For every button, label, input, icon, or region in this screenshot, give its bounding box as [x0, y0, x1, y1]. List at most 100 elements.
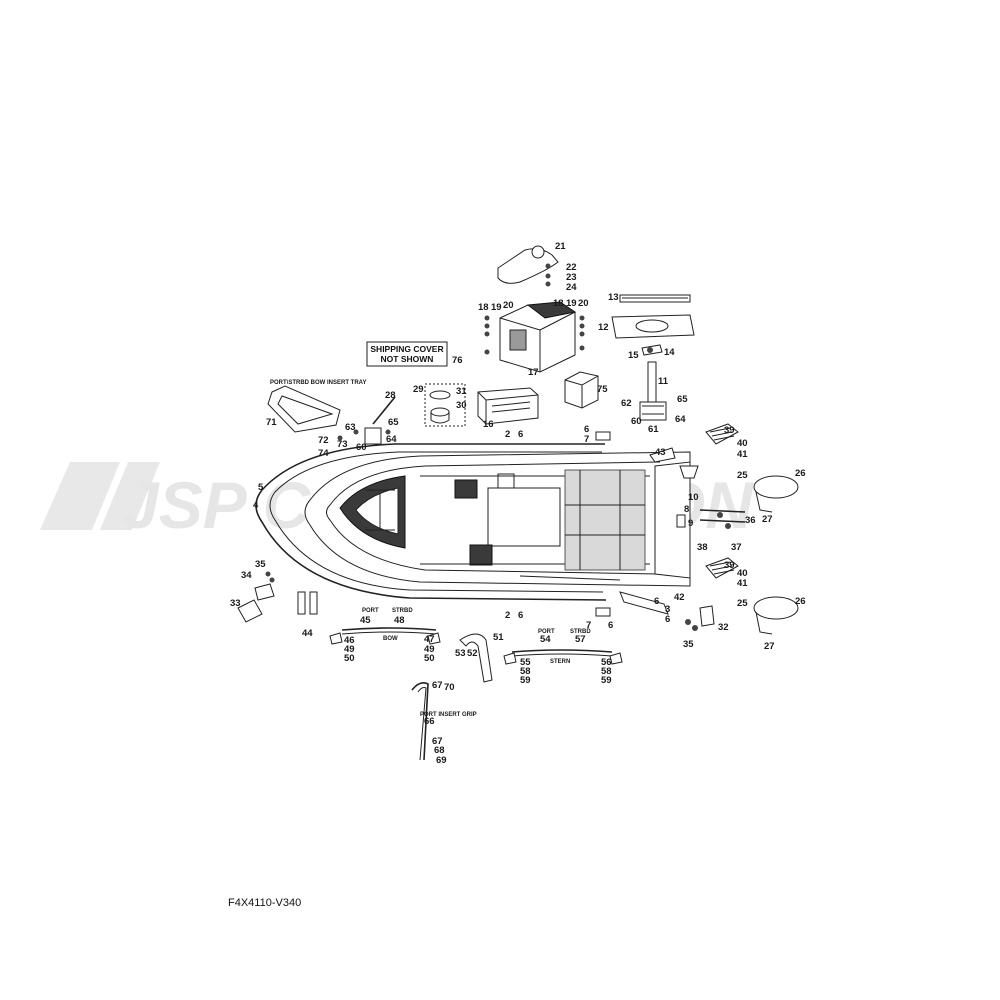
callout: 65 [388, 417, 399, 428]
caption-port-left: PORT [362, 608, 379, 614]
callout: 27 [764, 641, 775, 652]
caption-stern: STERN [550, 659, 570, 665]
callout: 6 [654, 596, 659, 607]
callout: 60 [631, 416, 642, 427]
grab-rails [329, 627, 623, 761]
callout: 7 [584, 434, 589, 445]
callout: 4 [253, 500, 259, 511]
callout: 15 [628, 350, 639, 361]
callout: 3 [665, 604, 670, 615]
callout: 67 [432, 680, 443, 691]
callout: 64 [675, 414, 686, 425]
callout: 49 [424, 644, 435, 655]
side-hardware [595, 423, 799, 635]
callout: 2 [505, 429, 510, 440]
callout: 62 [621, 398, 632, 409]
callout: 5 [258, 482, 264, 493]
callout: 39 [724, 425, 735, 436]
callout: 47 [424, 634, 435, 645]
callout: 25 [737, 470, 748, 481]
shipping-note-line1: SHIPPING COVER [370, 344, 443, 354]
callout: 18 [478, 302, 489, 313]
callout: 17 [528, 367, 539, 378]
callout: 6 [608, 620, 613, 631]
callout: 54 [540, 634, 551, 645]
callout: 21 [555, 241, 566, 252]
callout: 19 [491, 302, 502, 313]
callout: 48 [394, 615, 405, 626]
callout: 30 [456, 400, 467, 411]
callout: 43 [655, 447, 666, 458]
callout: 57 [575, 634, 586, 645]
callout: 6 [518, 429, 523, 440]
caption-strbd-right: STRBD [570, 629, 591, 635]
cooler [477, 387, 539, 425]
diagram-code: F4X4110-V340 [228, 897, 301, 909]
callout: 68 [434, 745, 445, 756]
callout: 75 [597, 384, 608, 395]
callout: 13 [608, 292, 619, 303]
callout: 70 [444, 682, 455, 693]
callout: 32 [718, 622, 729, 633]
callout: 73 [337, 439, 348, 450]
callout: 12 [598, 322, 609, 333]
callout: 23 [566, 272, 577, 283]
callout: 63 [345, 422, 356, 433]
windshield-parts [611, 294, 695, 421]
callout: 65 [677, 394, 688, 405]
callout: 55 [520, 657, 531, 668]
callout-labels: 2 6 6 7 2 6 7 6 3 6 6 5 4 8 9 10 11 12 1… [230, 241, 806, 766]
callout: 25 [737, 598, 748, 609]
callout: 69 [436, 755, 447, 766]
callout: 31 [456, 386, 467, 397]
callout: 7 [586, 620, 591, 631]
callout: 44 [302, 628, 313, 639]
callout: 27 [762, 514, 773, 525]
callout: 2 [505, 610, 510, 621]
callout: 45 [360, 615, 371, 626]
callout: 10 [688, 492, 699, 503]
caption-port-right: PORT [538, 629, 555, 635]
callout: 6 [584, 424, 589, 435]
callout: 64 [386, 434, 397, 445]
caption-port-insert-grip: PORT INSERT GRIP [420, 712, 477, 718]
callout: 20 [503, 300, 514, 311]
callout: 66 [424, 716, 435, 727]
callout: 49 [344, 644, 355, 655]
callout: 41 [737, 449, 748, 460]
callout: 51 [493, 632, 504, 643]
callout: 59 [520, 675, 531, 686]
callout: 72 [318, 435, 329, 446]
callout: 33 [230, 598, 241, 609]
callout: 6 [665, 614, 670, 625]
callout: 34 [241, 570, 252, 581]
callout: 6 [518, 610, 523, 621]
hull-assembly [255, 443, 691, 601]
callout: 19 [566, 298, 577, 309]
callout: 35 [683, 639, 694, 650]
callout: 40 [737, 438, 748, 449]
callout: 38 [697, 542, 708, 553]
callout: 42 [674, 592, 685, 603]
callout: 8 [684, 504, 689, 515]
callout: 71 [266, 417, 277, 428]
callout: 39 [724, 560, 735, 571]
callout: 56 [601, 657, 612, 668]
callout: 60 [356, 442, 367, 453]
callout: 18 [553, 298, 564, 309]
callout: 28 [385, 390, 396, 401]
caption-bow: BOW [383, 636, 398, 642]
callout: 40 [737, 568, 748, 579]
callout: 67 [432, 736, 443, 747]
caption-bow-insert-tray: PORT\STRBD BOW INSERT TRAY [270, 380, 366, 386]
callout: 37 [731, 542, 742, 553]
callout: 11 [658, 376, 669, 387]
callout: 26 [795, 468, 806, 479]
callout: 59 [601, 675, 612, 686]
callout: 53 [455, 648, 466, 659]
callout: 36 [745, 515, 756, 526]
callout: 58 [601, 666, 612, 677]
callout: 35 [255, 559, 266, 570]
callout: 41 [737, 578, 748, 589]
callout: 24 [566, 282, 577, 293]
